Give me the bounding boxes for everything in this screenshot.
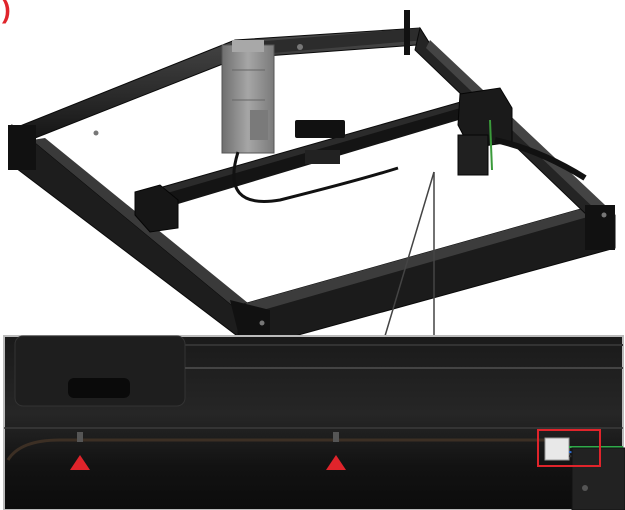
x-gantry	[134, 87, 587, 233]
cable	[6, 438, 545, 461]
antenna	[404, 10, 410, 55]
corner-front-left	[230, 300, 270, 345]
laser-module	[221, 40, 399, 203]
frame	[8, 10, 616, 346]
cable-clip	[333, 432, 339, 442]
motor-body	[571, 447, 625, 510]
grip-slot	[68, 378, 130, 398]
corner-front-right	[585, 205, 615, 250]
connector	[544, 437, 570, 461]
cable-clip	[77, 432, 83, 442]
step-label: )	[2, 0, 11, 24]
highlight-box	[537, 429, 601, 467]
corner-back-left	[8, 125, 36, 170]
left-rail	[11, 124, 269, 346]
zoom-detail-panel	[3, 335, 625, 510]
carriage	[295, 120, 345, 138]
red-triangle-marker	[70, 455, 90, 470]
y-motor	[457, 134, 489, 176]
front-rail	[237, 204, 616, 346]
red-triangle-marker	[326, 455, 346, 470]
laser-cable	[232, 151, 399, 203]
